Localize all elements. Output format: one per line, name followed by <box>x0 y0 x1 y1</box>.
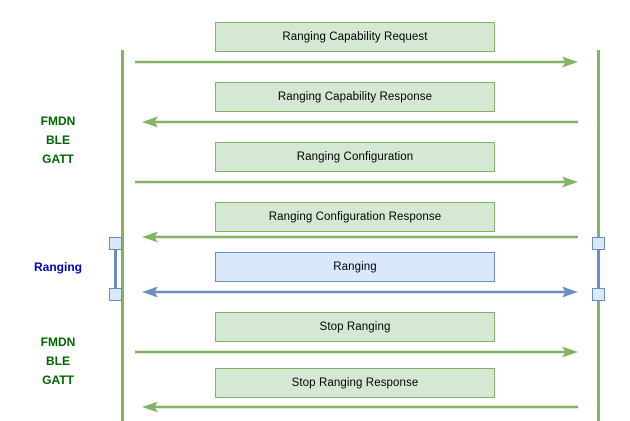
lifeline-left <box>121 50 124 421</box>
role-label-line-2: BLE <box>46 133 70 147</box>
role-label-fmdn-ble-gatt-bottom: FMDN BLE GATT <box>10 333 106 390</box>
role-label-line-2: BLE <box>46 354 70 368</box>
message-arrow-right <box>122 175 598 189</box>
message-box-ranging: Ranging <box>215 252 495 282</box>
role-label-ranging: Ranging <box>10 258 106 277</box>
message-arrow-right <box>122 55 598 69</box>
activation-line-left <box>114 241 117 296</box>
message-box: Ranging Capability Response <box>215 82 495 112</box>
message-arrow-left <box>122 400 598 414</box>
role-label-line-1: Ranging <box>34 260 82 274</box>
message-arrow-right <box>122 345 598 359</box>
activation-box-left-start <box>109 237 122 250</box>
message-arrow-bidirectional <box>122 285 598 299</box>
message-box: Ranging Capability Request <box>215 22 495 52</box>
role-label-fmdn-ble-gatt-top: FMDN BLE GATT <box>10 112 106 169</box>
role-label-line-3: GATT <box>42 373 74 387</box>
message-arrow-left <box>122 115 598 129</box>
message-arrow-left <box>122 230 598 244</box>
activation-line-right <box>597 241 600 296</box>
activation-box-right-end <box>592 288 605 301</box>
activation-box-left-end <box>109 288 122 301</box>
role-label-line-3: GATT <box>42 152 74 166</box>
activation-box-right-start <box>592 237 605 250</box>
role-label-line-1: FMDN <box>40 335 76 349</box>
message-box: Stop Ranging Response <box>215 368 495 398</box>
message-box: Stop Ranging <box>215 312 495 342</box>
message-box: Ranging Configuration <box>215 142 495 172</box>
message-box: Ranging Configuration Response <box>215 202 495 232</box>
lifeline-right <box>597 50 600 421</box>
role-label-line-1: FMDN <box>40 114 76 128</box>
